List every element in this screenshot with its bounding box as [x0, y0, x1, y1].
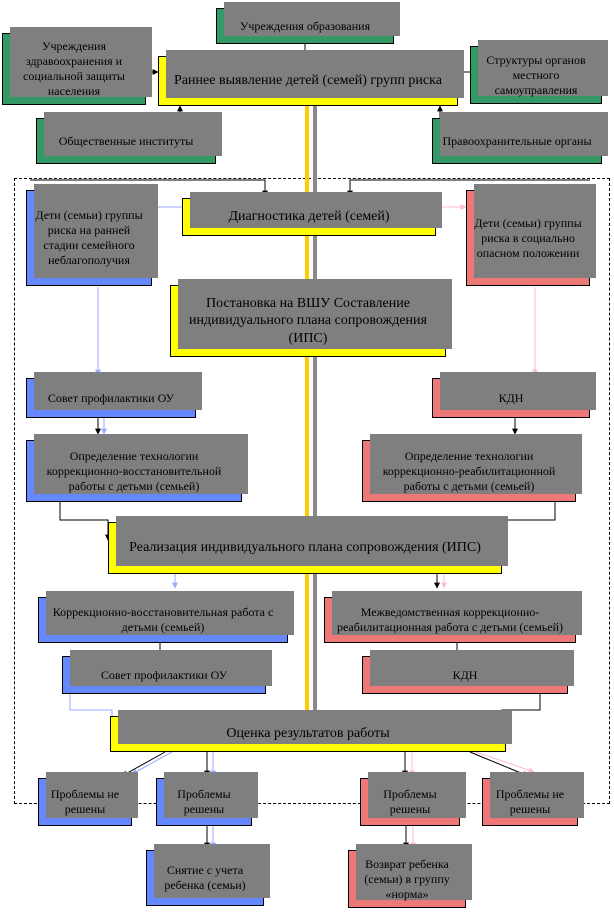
process-boundary [14, 178, 610, 804]
node-public-institutions: Общественные институты [36, 112, 222, 164]
node-early-risk-children: Дети (семьи) группы риска на ранней стад… [26, 184, 158, 286]
node-local-government: Структуры органов местного самоуправлени… [470, 40, 608, 104]
node-solved-blue: Проблемы решены [156, 772, 258, 826]
node-unsolved-blue: Проблемы не решены [38, 772, 138, 826]
node-early-detection: Раннее выявление детей (семей) групп рис… [158, 50, 464, 106]
node-implement-ips: Реализация индивидуального плана сопрово… [108, 516, 508, 574]
node-diagnostics: Диагностика детей (семей) [182, 192, 442, 236]
node-law-enforcement: Правоохранительные органы [432, 112, 608, 164]
node-interagency-rehab-work: Межведомственная коррекционно-реабилитац… [324, 591, 582, 643]
node-evaluate-results: Оценка результатов работы [110, 710, 512, 752]
node-tech-correction-rehab: Определение технологии коррекционно-реаб… [362, 434, 582, 502]
node-tech-correction-recovery: Определение технологии коррекционно-восс… [26, 434, 248, 502]
node-danger-risk-children: Дети (семьи) группы риска в социально оп… [466, 184, 596, 286]
node-unsolved-red: Проблемы не решены [482, 772, 584, 826]
node-kdn-1: КДН [432, 372, 596, 418]
node-prevention-council-2: Совет профилактики ОУ [62, 650, 272, 694]
node-prevention-council-1: Совет профилактики ОУ [26, 372, 202, 418]
node-register-ips: Постановка на ВШУ Составление индивидуал… [170, 279, 452, 357]
node-return-to-norm: Возврат ребенка (семьи) в группу «норма» [348, 844, 472, 908]
node-health-institutions: Учреждения здравоохранения и социальной … [2, 27, 152, 105]
node-kdn-2: КДН [362, 650, 574, 694]
node-deregister: Снятие с учета ребенка (семьи) [146, 844, 270, 906]
node-correction-recovery-work: Коррекционно-восстановительная работа с … [38, 591, 294, 643]
node-education-institutions: Учреждения образования [216, 2, 400, 44]
node-solved-red: Проблемы решены [360, 772, 466, 826]
